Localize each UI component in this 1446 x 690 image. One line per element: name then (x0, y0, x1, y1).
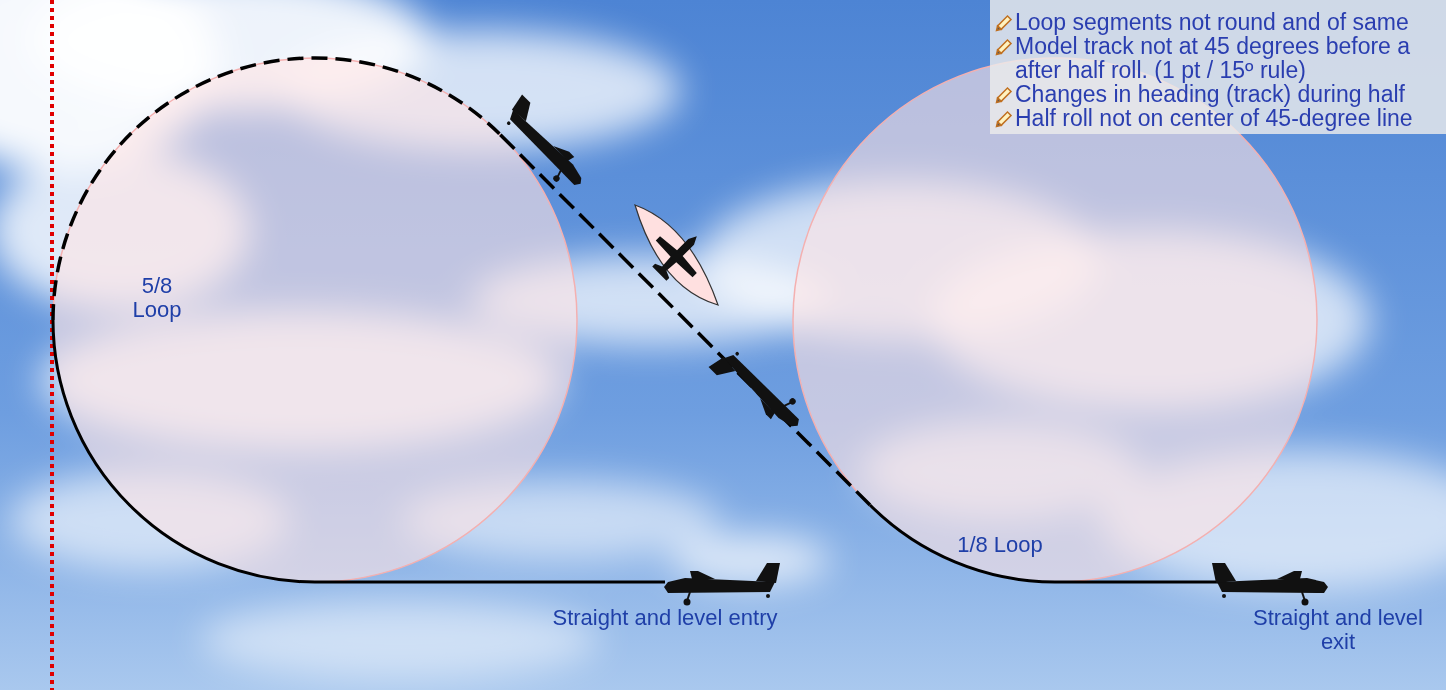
half-roll-lens (635, 205, 718, 305)
loop-circle (793, 58, 1317, 582)
flight-path-dashed (53, 58, 500, 320)
loop-label: 1/8 Loop (945, 533, 1055, 557)
note-text: Loop segments not round and of same (1015, 10, 1444, 34)
aircraft-45 (495, 95, 596, 196)
notes-panel-ground (990, 0, 1446, 134)
aircraft-entry (664, 563, 780, 606)
loop-label: 5/8 Loop (127, 274, 187, 322)
flight-path (53, 320, 665, 582)
loop-circle (53, 58, 577, 582)
note-text: Half roll not on center of 45-degree lin… (1015, 106, 1444, 130)
exit-label: Straight and level exit (1238, 606, 1438, 654)
note-text: Model track not at 45 degrees before a a… (1015, 34, 1444, 82)
aircraft-45-inverted (709, 340, 810, 441)
flight-path-45 (500, 135, 870, 505)
aircraft-exit (1212, 563, 1328, 606)
note-text: Changes in heading (track) during half (1015, 82, 1444, 106)
pencil-icons (995, 16, 1011, 128)
notes-panel: Loop segments not round and of sameModel… (990, 0, 1446, 134)
plane-top-view (641, 218, 715, 292)
entry-label: Straight and level entry (515, 606, 815, 630)
flight-path (870, 505, 1220, 582)
